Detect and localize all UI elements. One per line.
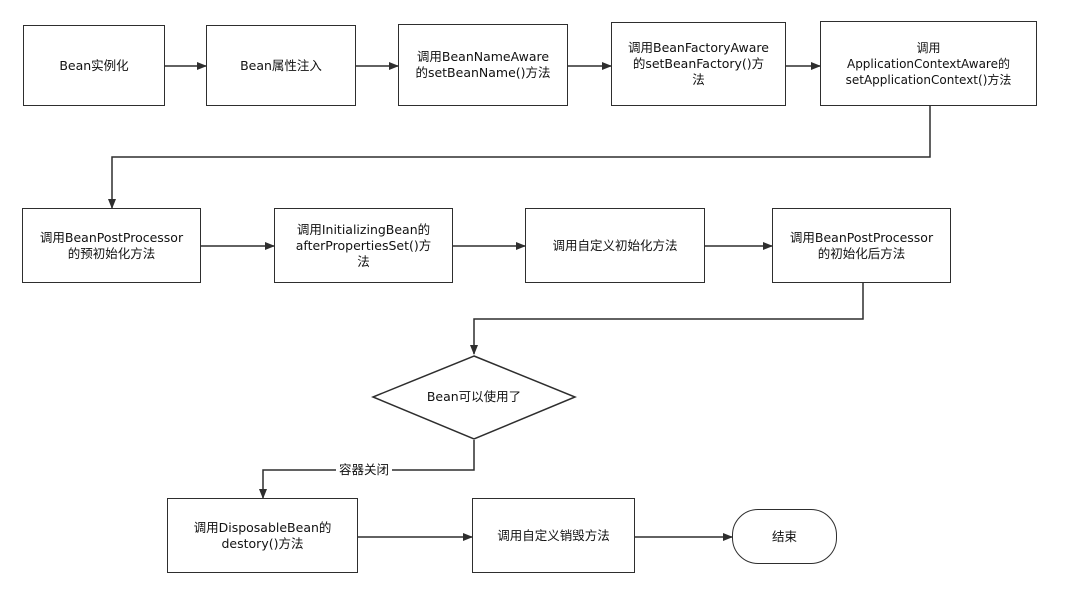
node-disposable-destroy: 调用DisposableBean的 destory()方法 <box>167 498 358 573</box>
arrow-n9-to-decision <box>470 283 864 355</box>
decision-label: Bean可以使用了 <box>426 389 522 404</box>
node-bpp-before-init: 调用BeanPostProcessor 的预初始化方法 <box>22 208 201 283</box>
node-bean-instantiation: Bean实例化 <box>23 25 165 106</box>
node-set-bean-factory: 调用BeanFactoryAware 的setBeanFactory()方 法 <box>611 22 786 106</box>
node-set-bean-name: 调用BeanNameAware 的setBeanName()方法 <box>398 24 568 106</box>
node-end: 结束 <box>732 509 837 564</box>
decision-diamond <box>371 355 577 440</box>
node-bpp-after-init: 调用BeanPostProcessor 的初始化后方法 <box>772 208 951 283</box>
node-set-application-context: 调用 ApplicationContextAware的 setApplicati… <box>820 21 1037 106</box>
node-custom-destroy-method: 调用自定义销毁方法 <box>472 498 635 573</box>
node-bean-property-injection: Bean属性注入 <box>206 25 356 106</box>
node-custom-init-method: 调用自定义初始化方法 <box>525 208 705 283</box>
edge-label-container-close: 容器关闭 <box>336 461 393 479</box>
arrow-n5-to-n6 <box>108 106 931 209</box>
node-after-properties-set: 调用InitializingBean的 afterPropertiesSet()… <box>274 208 453 283</box>
